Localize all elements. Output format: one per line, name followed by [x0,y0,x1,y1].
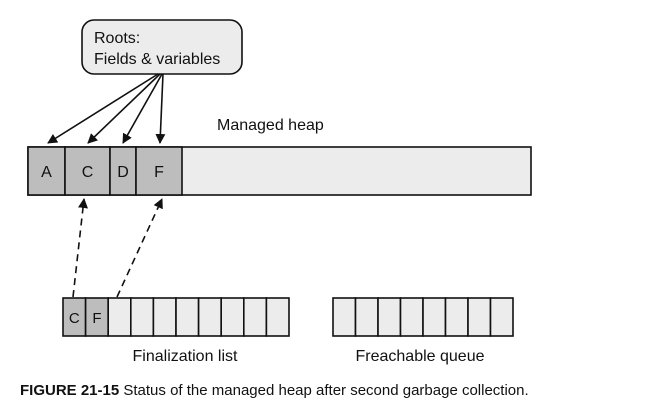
managed-heap: A C D F [27,146,532,196]
arrow-root-to-c [87,73,161,144]
heap-object-a [27,146,66,196]
heap-object-c-label: C [82,164,94,181]
heap-object-d [109,146,137,196]
freachable-queue-slot [332,297,357,337]
finalization-arrows [72,198,163,298]
figure-caption: FIGURE 21-15 Status of the managed heap … [20,382,529,399]
finalization-list-label: Finalization list [133,348,238,365]
heap-object-c [64,146,111,196]
finalization-list-slot [152,297,177,337]
freachable-queue-slot [422,297,447,337]
heap-object-f-label: F [154,164,164,181]
arrow-root-to-a [47,73,159,144]
roots-title: Roots: [94,30,140,47]
freachable-queue-slot [377,297,402,337]
figure-caption-text: Status of the managed heap after second … [123,382,528,399]
freachable-queue-slot [354,297,379,337]
arrow-root-to-d [122,73,163,144]
finalization-list-slot [220,297,245,337]
finalization-list-slot [243,297,268,337]
managed-heap-label: Managed heap [217,117,324,134]
arrow-final-c-to-heap-c [72,198,88,298]
roots-subtitle: Fields & variables [94,51,220,68]
freachable-queue-label: Freachable queue [356,348,485,365]
finalization-list-slot [130,297,155,337]
freachable-queue-slot [467,297,492,337]
arrow-root-to-f [155,73,166,144]
heap-object-f [135,146,183,196]
finalization-list-slot [197,297,223,337]
finalization-list-slot [175,297,200,337]
freachable-queue [332,297,514,337]
finalization-list-slot [107,297,132,337]
arrow-final-f-to-heap-f [116,198,163,298]
finalization-list-slot [265,297,290,337]
freachable-queue-slot [444,297,469,337]
freachable-queue-slot [399,297,424,337]
figure-number: FIGURE 21-15 [20,382,119,399]
finalization-list-slot-label: F [92,310,101,327]
heap-object-a-label: A [41,164,52,181]
roots-box: Roots: Fields & variables [81,19,243,75]
finalization-list-slot-label: C [69,310,80,327]
root-arrows [47,73,166,144]
freachable-queue-slot [489,297,514,337]
heap-object-d-label: D [117,164,129,181]
